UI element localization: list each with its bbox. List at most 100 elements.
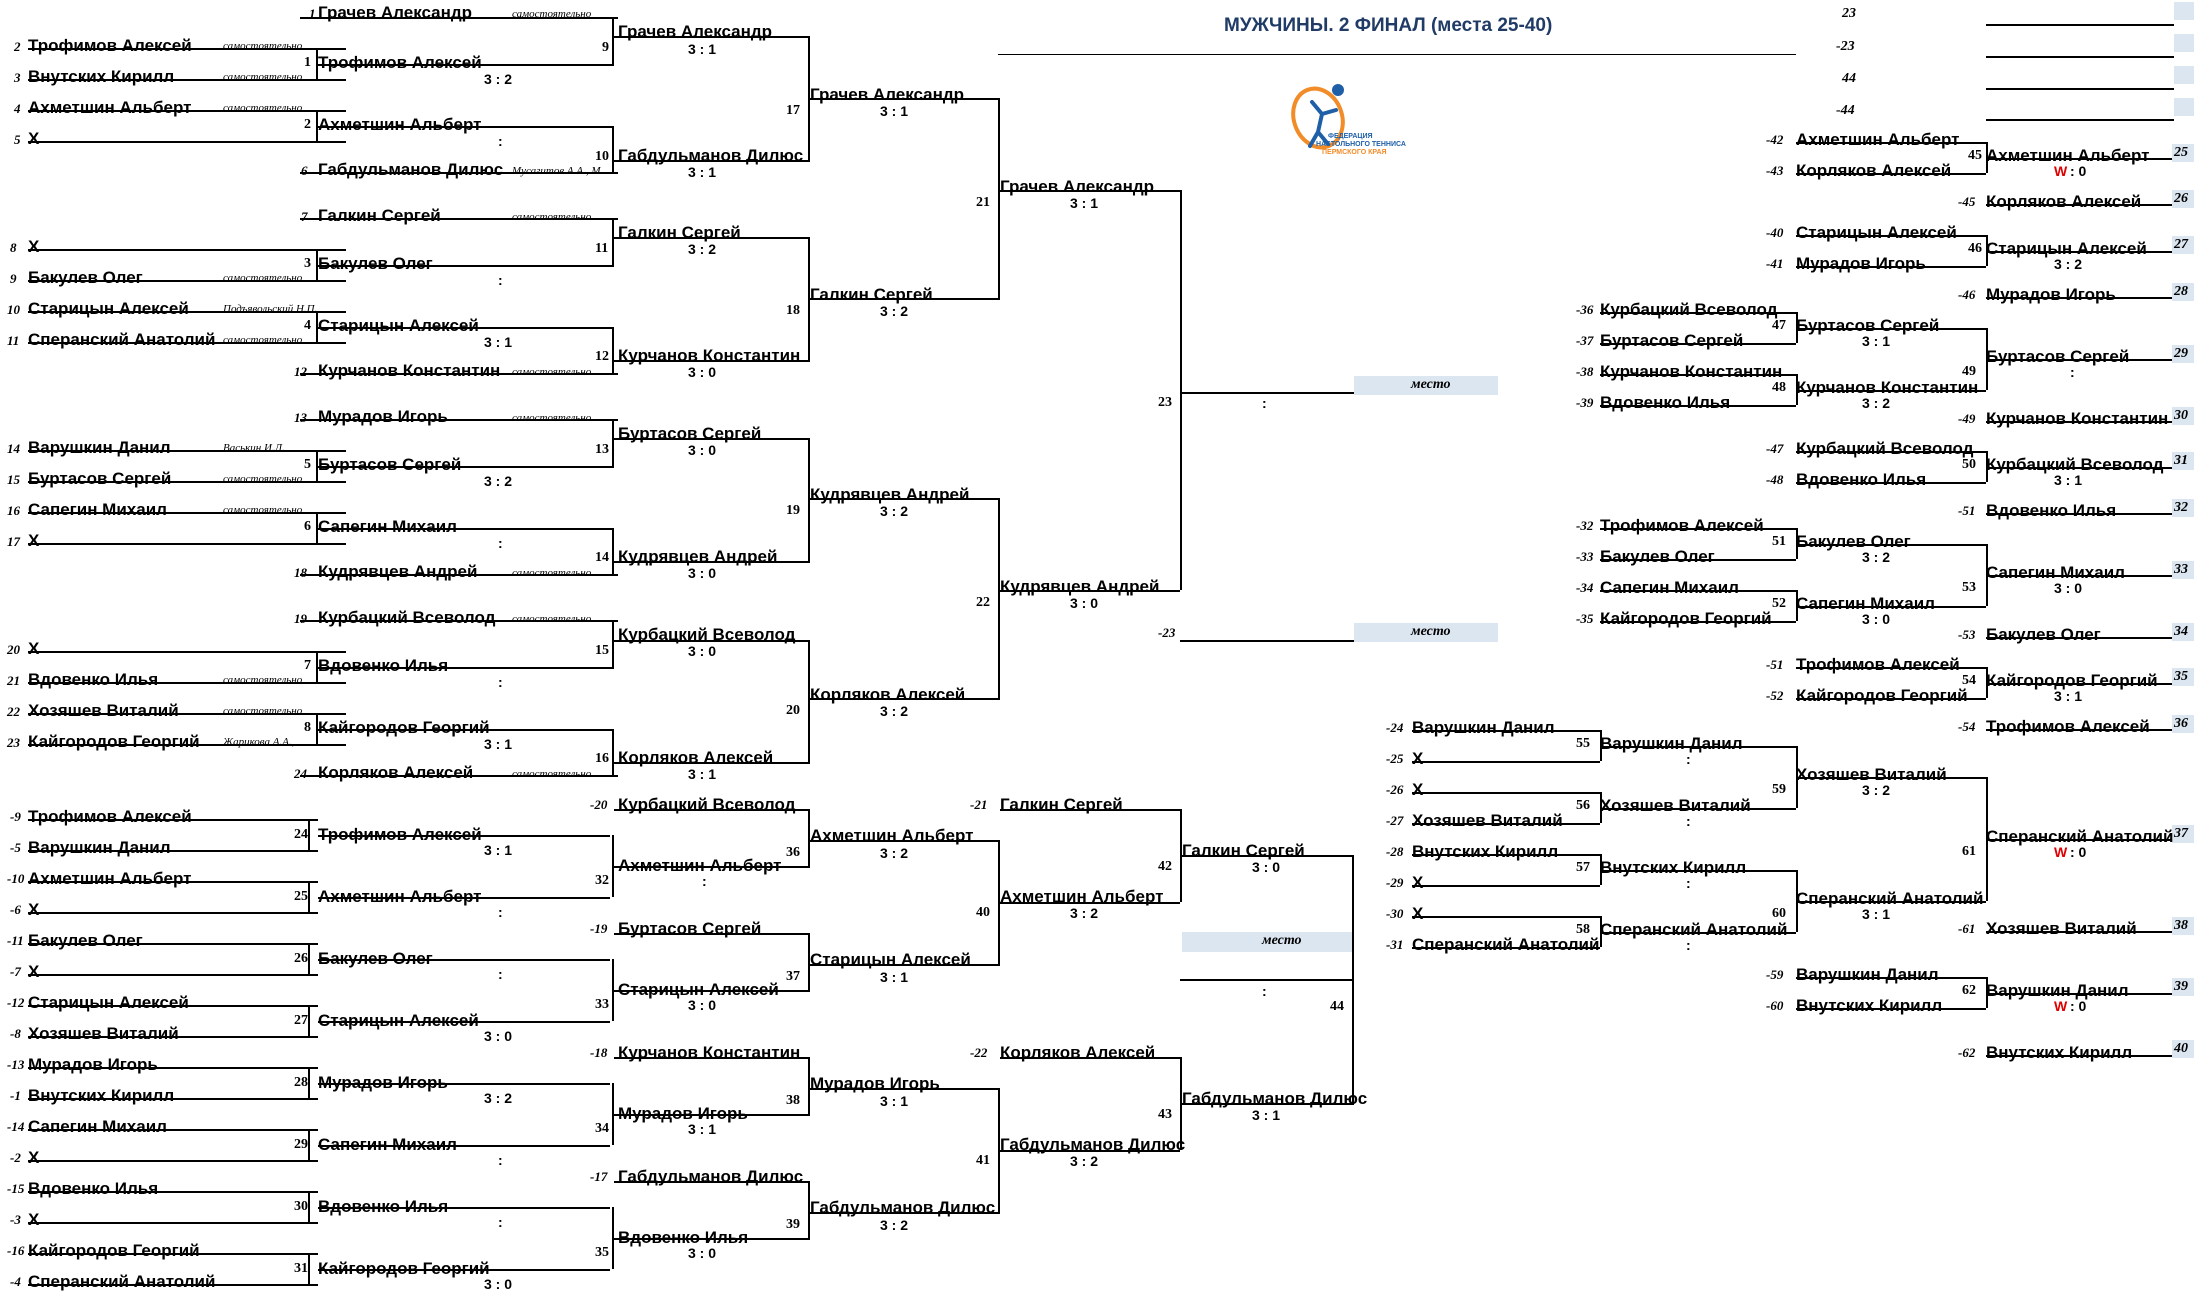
- bracket-hline: [318, 897, 610, 899]
- bracket-hline: [1412, 947, 1600, 949]
- bracket-hline: [1986, 251, 2174, 253]
- match-number: 10: [595, 149, 609, 164]
- bracket-hline: [810, 698, 1000, 700]
- player-name: Курчанов Константин: [318, 361, 501, 380]
- match-score: 3 : 0: [688, 364, 717, 380]
- match-number: 4: [304, 318, 311, 333]
- player-name: Ахметшин Альберт: [318, 115, 482, 134]
- bracket-hline: [318, 327, 614, 329]
- match-number: 14: [595, 550, 609, 565]
- player-name: Сапегин Михаил: [1796, 594, 1935, 613]
- match-score: 3 : 0: [1252, 859, 1281, 875]
- match-score: 3 : 1: [484, 842, 513, 858]
- match-number: 62: [1962, 983, 1976, 998]
- bracket-vline: [308, 881, 310, 912]
- player-name: Грачев Александр: [810, 85, 965, 104]
- match-number: 54: [1962, 673, 1976, 688]
- bracket-hline: [1796, 544, 1986, 546]
- seed-number: -52: [1766, 688, 1784, 703]
- match-score: 3 : 1: [2054, 472, 2083, 488]
- place-cell: [2172, 825, 2194, 843]
- seed-number: -29: [1386, 875, 1404, 890]
- match-number: 27: [294, 1013, 308, 1028]
- match-number: 26: [294, 951, 308, 966]
- bracket-hline: [28, 1129, 318, 1131]
- seed-number: -38: [1576, 364, 1594, 379]
- player-name: Мурадов Игорь: [1796, 254, 1926, 273]
- seed-number: -61: [1958, 921, 1976, 936]
- player-name: X: [1412, 904, 1424, 923]
- match-number: 32: [595, 873, 609, 888]
- match-score: :: [498, 272, 503, 288]
- player-name: X: [28, 237, 40, 256]
- bracket-hline: [318, 1207, 610, 1209]
- player-name: Хозяшев Виталий: [28, 701, 179, 720]
- seed-number: -13: [7, 1057, 25, 1072]
- player-name: Мурадов Игорь: [318, 407, 448, 426]
- bracket-hline: [318, 64, 614, 66]
- player-name: X: [28, 1210, 40, 1229]
- match-number: 11: [595, 241, 609, 256]
- bracket-hline: [28, 912, 318, 914]
- bracket-hline: [1796, 235, 1986, 237]
- player-name: X: [28, 129, 40, 148]
- match-score: :: [1262, 395, 1267, 411]
- place-number: 28: [2174, 284, 2188, 299]
- bracket-hline: [1180, 640, 1354, 642]
- player-name: Варушкин Данил: [1600, 734, 1743, 753]
- bracket-hline: [1986, 359, 2174, 361]
- bracket-vline: [808, 640, 810, 762]
- match-number: 15: [595, 643, 609, 658]
- place-cell: [2172, 345, 2194, 363]
- bracket-hline: [28, 1005, 318, 1007]
- seed-number: -59: [1766, 967, 1784, 982]
- match-score: : 0: [2070, 163, 2087, 179]
- bracket-hline: [318, 126, 614, 128]
- match-score: :: [498, 535, 503, 551]
- bracket-vline: [612, 419, 614, 466]
- bracket-vline: [1796, 312, 1798, 343]
- player-name: Сперанский Анатолий: [28, 330, 216, 349]
- match-number: 12: [595, 349, 609, 364]
- bracket-hline: [1412, 916, 1600, 918]
- match-number: 58: [1576, 922, 1590, 937]
- player-name: Старицын Алексей: [1986, 239, 2147, 258]
- match-score: 3 : 1: [688, 164, 717, 180]
- bracket-hline: [1986, 839, 2174, 841]
- bracket-hline: [318, 1269, 610, 1271]
- seed-number: 1: [309, 6, 316, 21]
- bracket-hline: [1986, 467, 2174, 469]
- place-label: место: [1262, 933, 1302, 948]
- bracket-hline: [28, 543, 346, 545]
- match-number: 39: [786, 1217, 800, 1232]
- bracket-vline: [808, 237, 810, 360]
- seed-number: -2: [10, 1150, 21, 1165]
- seed-number: -18: [590, 1045, 608, 1060]
- match-score: 3 : 2: [880, 703, 909, 719]
- seed-number: 3: [14, 70, 21, 85]
- seed-number: -11: [7, 933, 24, 948]
- player-name: Габдульманов Дилюс: [1182, 1089, 1368, 1108]
- bracket-hline: [318, 667, 614, 669]
- seed-number: 23: [7, 735, 20, 750]
- bracket-hline: [28, 943, 318, 945]
- seed-number: -47: [1766, 441, 1784, 456]
- bracket-vline: [1986, 235, 1988, 266]
- bracket-hline: [1600, 590, 1796, 592]
- match-number: 49: [1962, 364, 1976, 379]
- bracket-vline: [308, 1191, 310, 1222]
- bracket-vline: [808, 36, 810, 160]
- place-number: -23: [1836, 39, 1855, 54]
- player-name: Старицын Алексей: [28, 299, 189, 318]
- seed-number: -60: [1766, 998, 1784, 1013]
- seed-number: 21: [7, 673, 20, 688]
- player-name: Старицын Алексей: [318, 1011, 479, 1030]
- bracket-hline: [1412, 885, 1600, 887]
- player-name: Старицын Алексей: [1796, 223, 1957, 242]
- player-name: Кайгородов Георгий: [1600, 609, 1772, 628]
- match-number: 19: [786, 503, 800, 518]
- player-name: Кайгородов Георгий: [28, 732, 200, 751]
- seed-number: -41: [1766, 256, 1784, 271]
- bracket-hline: [810, 840, 1000, 842]
- match-score: 3 : 0: [484, 1028, 513, 1044]
